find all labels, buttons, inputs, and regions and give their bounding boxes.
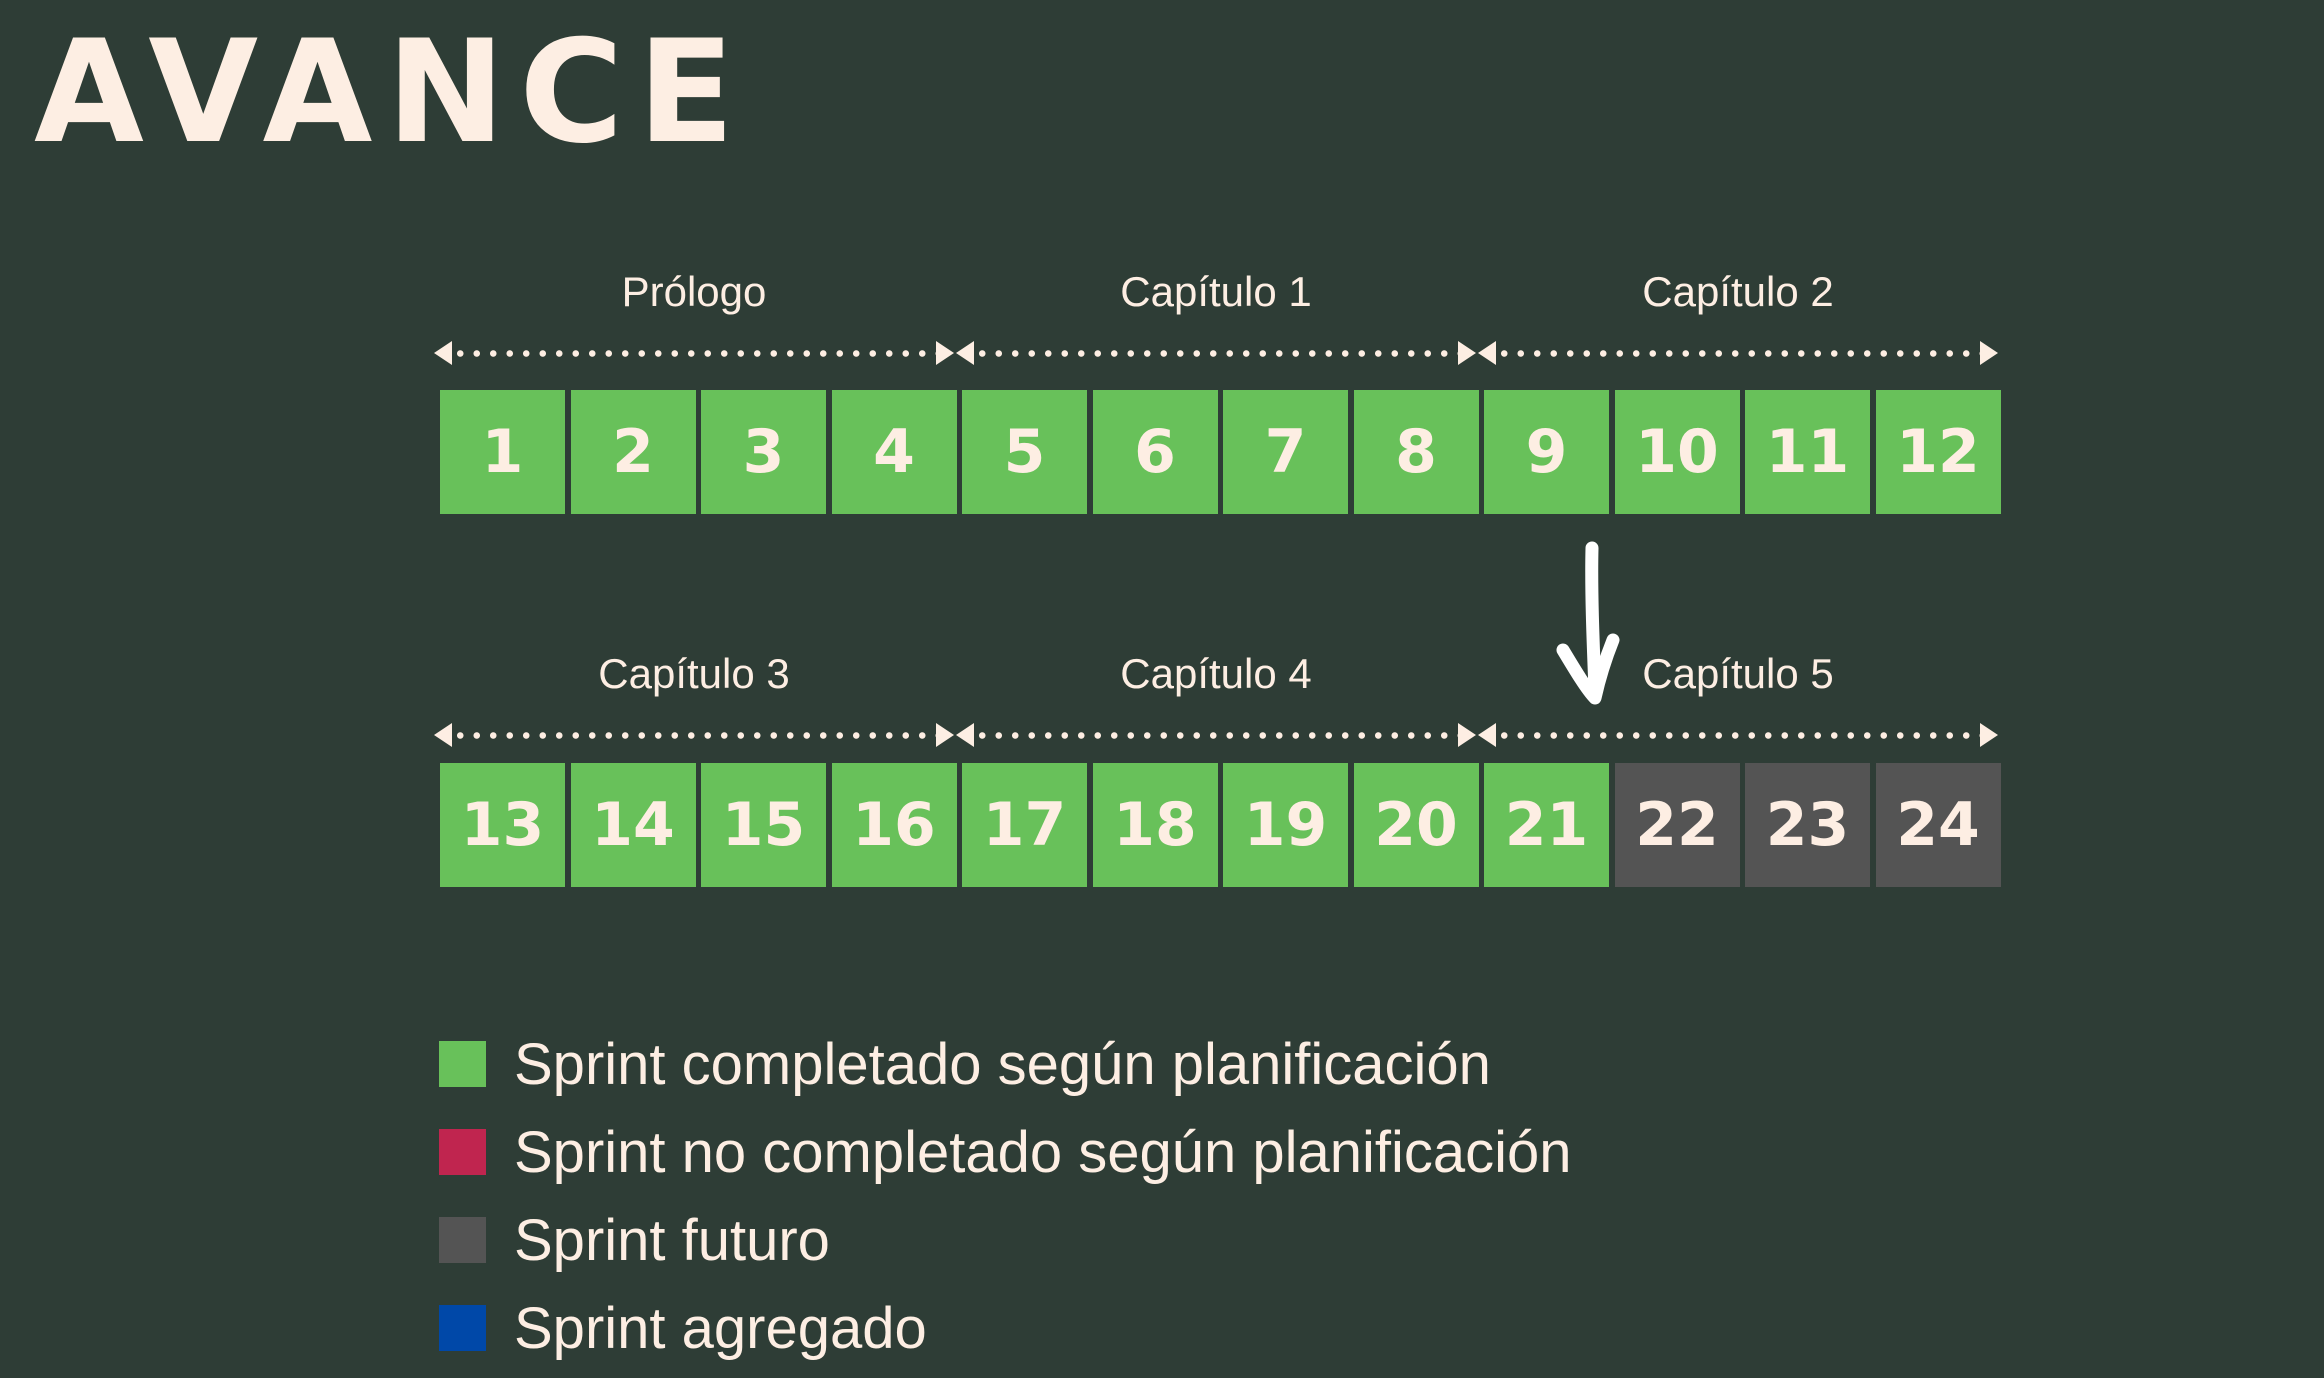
dotted-line bbox=[1496, 350, 1980, 357]
legend-label: Sprint completado según planificación bbox=[514, 1031, 1491, 1097]
dotted-line bbox=[974, 350, 1458, 357]
sprint-box-2: 2 bbox=[570, 390, 696, 514]
sprint-box-13: 13 bbox=[440, 763, 565, 887]
arrow-right-icon bbox=[1980, 341, 1998, 365]
legend-item-future: Sprint futuro bbox=[439, 1196, 1572, 1284]
chapter-span: Capítulo 4 bbox=[956, 650, 1476, 750]
legend-swatch-added bbox=[439, 1305, 486, 1351]
chapter-label: Capítulo 1 bbox=[1120, 268, 1312, 315]
sprint-box-15: 15 bbox=[701, 763, 826, 887]
arrow-right-icon bbox=[1980, 723, 1998, 747]
legend: Sprint completado según planificación Sp… bbox=[439, 1020, 1572, 1372]
sprint-box-12: 12 bbox=[1875, 390, 2001, 514]
sprint-box-14: 14 bbox=[570, 763, 696, 887]
sprint-box-11: 11 bbox=[1745, 390, 1870, 514]
legend-item-added: Sprint agregado bbox=[439, 1284, 1572, 1372]
arrow-left-icon bbox=[434, 723, 452, 747]
legend-item-not-completed: Sprint no completado según planificación bbox=[439, 1108, 1572, 1196]
arrow-right-icon bbox=[936, 723, 954, 747]
chapter-span: Capítulo 5 bbox=[1478, 650, 1998, 750]
sprint-box-4: 4 bbox=[831, 390, 957, 514]
sprint-box-10: 10 bbox=[1614, 390, 1740, 514]
chapter-span: Capítulo 2 bbox=[1478, 268, 1998, 368]
down-arrow-icon bbox=[1556, 541, 1620, 705]
dotted-line bbox=[452, 732, 936, 739]
arrow-left-icon bbox=[956, 341, 974, 365]
sprint-box-8: 8 bbox=[1353, 390, 1479, 514]
chapter-label: Capítulo 4 bbox=[1120, 650, 1312, 697]
arrow-right-icon bbox=[1458, 341, 1476, 365]
sprint-box-21: 21 bbox=[1484, 763, 1609, 887]
chapter-span: Capítulo 3 bbox=[434, 650, 954, 750]
sprint-box-3: 3 bbox=[701, 390, 826, 514]
sprint-box-22: 22 bbox=[1614, 763, 1740, 887]
sprint-box-7: 7 bbox=[1223, 390, 1348, 514]
legend-swatch-completed bbox=[439, 1041, 486, 1087]
page-title: AVANCE bbox=[34, 10, 749, 175]
chapter-label: Capítulo 3 bbox=[598, 650, 790, 697]
chapter-label: Capítulo 2 bbox=[1642, 268, 1834, 315]
sprint-box-5: 5 bbox=[962, 390, 1087, 514]
chapter-span: Prólogo bbox=[434, 268, 954, 368]
legend-label: Sprint no completado según planificación bbox=[514, 1119, 1572, 1185]
sprint-box-16: 16 bbox=[831, 763, 957, 887]
chapter-label: Capítulo 5 bbox=[1642, 650, 1834, 697]
chapter-label: Prólogo bbox=[621, 268, 767, 315]
sprint-box-20: 20 bbox=[1353, 763, 1479, 887]
sprint-box-24: 24 bbox=[1875, 763, 2001, 887]
sprint-box-18: 18 bbox=[1092, 763, 1218, 887]
arrow-left-icon bbox=[1478, 723, 1496, 747]
dotted-line bbox=[1496, 732, 1980, 739]
arrow-left-icon bbox=[1478, 341, 1496, 365]
chapter-span: Capítulo 1 bbox=[956, 268, 1476, 368]
legend-label: Sprint futuro bbox=[514, 1207, 830, 1273]
arrow-left-icon bbox=[434, 341, 452, 365]
legend-swatch-not-completed bbox=[439, 1129, 486, 1175]
legend-swatch-future bbox=[439, 1217, 486, 1263]
sprint-box-17: 17 bbox=[962, 763, 1087, 887]
sprint-box-9: 9 bbox=[1484, 390, 1609, 514]
arrow-right-icon bbox=[1458, 723, 1476, 747]
sprint-box-19: 19 bbox=[1223, 763, 1348, 887]
sprint-box-23: 23 bbox=[1745, 763, 1870, 887]
sprint-box-6: 6 bbox=[1092, 390, 1218, 514]
legend-label: Sprint agregado bbox=[514, 1295, 927, 1361]
dotted-line bbox=[974, 732, 1458, 739]
arrow-right-icon bbox=[936, 341, 954, 365]
arrow-left-icon bbox=[956, 723, 974, 747]
sprint-box-1: 1 bbox=[440, 390, 565, 514]
dotted-line bbox=[452, 350, 936, 357]
legend-item-completed: Sprint completado según planificación bbox=[439, 1020, 1572, 1108]
